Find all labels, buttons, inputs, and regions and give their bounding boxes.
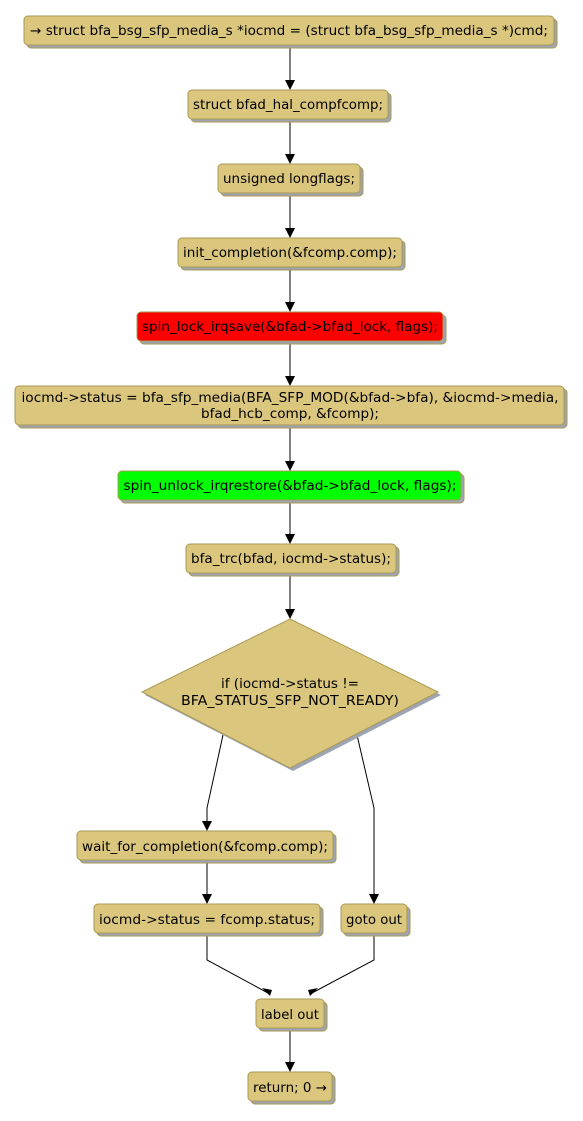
- node-sfp-media: iocmd->status = bfa_sfp_media(BFA_SFP_MO…: [14, 385, 568, 429]
- node-sfp-media-text-line2: bfad_hcb_comp, &fcomp);: [201, 407, 379, 422]
- arrowhead: [285, 1062, 295, 1072]
- arrowhead: [285, 228, 295, 238]
- node-flags-decl: unsigned longflags;: [217, 163, 364, 197]
- arrowhead: [285, 376, 295, 386]
- node-spin-lock-text: spin_lock_irqsave(&bfad->bfad_lock, flag…: [142, 320, 438, 335]
- node-fcomp-decl-text: struct bfad_hal_compfcomp;: [193, 98, 383, 113]
- arrowhead: [285, 461, 295, 471]
- arrowhead: [202, 821, 212, 831]
- node-start-text: → struct bfa_bsg_sfp_media_s *iocmd = (s…: [30, 24, 548, 39]
- node-bfa-trc: bfa_trc(bfad, iocmd->status);: [185, 543, 400, 577]
- edge-decision-to-goto: [356, 734, 375, 898]
- arrowhead: [285, 609, 295, 619]
- node-spin-unlock: spin_unlock_irqrestore(&bfad->bfad_lock,…: [117, 470, 465, 504]
- node-wait-completion: wait_for_completion(&fcomp.comp);: [76, 830, 337, 864]
- arrowhead: [285, 534, 295, 544]
- arrowhead: [308, 988, 318, 996]
- arrowhead: [369, 894, 379, 904]
- node-return-text: return; 0 →: [253, 1081, 327, 1096]
- node-label-out-text: label out: [261, 1008, 319, 1023]
- node-spin-lock: spin_lock_irqsave(&bfad->bfad_lock, flag…: [136, 311, 447, 345]
- node-decision-text-line2: BFA_STATUS_SFP_NOT_READY): [181, 694, 399, 709]
- edge-decision-to-wait: [206, 734, 224, 825]
- node-bfa-trc-text: bfa_trc(bfad, iocmd->status);: [191, 552, 391, 567]
- edges: [202, 44, 379, 1072]
- node-start: → struct bfa_bsg_sfp_media_s *iocmd = (s…: [23, 15, 558, 49]
- node-sfp-media-text-line1: iocmd->status = bfa_sfp_media(BFA_SFP_MO…: [22, 391, 559, 406]
- node-decision: if (iocmd->status != BFA_STATUS_SFP_NOT_…: [140, 618, 441, 771]
- node-spin-unlock-text: spin_unlock_irqrestore(&bfad->bfad_lock,…: [124, 479, 457, 494]
- node-goto-out: goto out: [340, 903, 411, 937]
- arrowhead: [285, 80, 295, 90]
- arrowhead: [202, 894, 212, 904]
- edge-goto-to-label: [311, 935, 375, 994]
- node-status-assign-text: iocmd->status = fcomp.status;: [99, 913, 315, 928]
- node-decision-text-line1: if (iocmd->status !=: [221, 677, 359, 692]
- arrowhead: [262, 988, 272, 996]
- arrowhead: [285, 302, 295, 312]
- node-init-completion-text: init_completion(&fcomp.comp);: [183, 246, 397, 261]
- node-status-assign: iocmd->status = fcomp.status;: [93, 903, 324, 937]
- node-goto-out-text: goto out: [346, 913, 402, 928]
- node-init-completion: init_completion(&fcomp.comp);: [177, 237, 406, 271]
- node-fcomp-decl: struct bfad_hal_compfcomp;: [187, 89, 392, 123]
- node-wait-completion-text: wait_for_completion(&fcomp.comp);: [82, 840, 328, 855]
- node-return: return; 0 →: [247, 1071, 336, 1105]
- node-label-out: label out: [255, 998, 328, 1032]
- edge-assign-to-label: [206, 935, 269, 994]
- node-flags-decl-text: unsigned longflags;: [223, 172, 355, 187]
- arrowhead: [285, 154, 295, 164]
